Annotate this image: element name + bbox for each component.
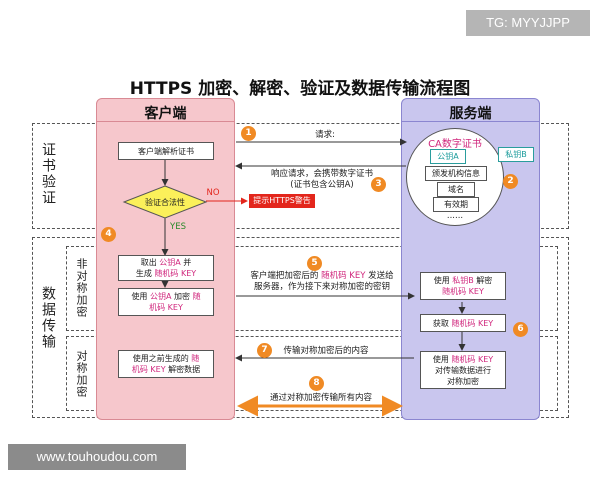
ca-item-more: ...... <box>446 211 464 221</box>
encrypt-text-1: 使用 <box>131 292 150 301</box>
take-pubkey-key: 公钥A <box>159 258 181 267</box>
msg-transfer-content: 传输对称加密后的内容 <box>283 346 369 356</box>
use-key-line-3: 对称加密 <box>447 376 479 386</box>
decrypt-line-2: 机码 KEY 解密数据 <box>132 364 200 375</box>
ca-certificate: CA数字证书 公钥A 颁发机构信息 域名 有效期 ...... <box>406 128 504 226</box>
msg-request: 请求: <box>315 130 335 140</box>
encrypt-text-2: 加密 <box>171 292 193 301</box>
step-badge-7: 7 <box>257 343 272 358</box>
encrypt-pubkey: 公钥A <box>149 292 172 301</box>
msg-send-key-random: 随机码 KEY <box>321 271 366 281</box>
data-transfer-section <box>32 237 569 418</box>
decrypt-privkey-box: 使用 私钥B 解密 随机码 KEY <box>420 272 506 300</box>
step-badge-4: 4 <box>101 227 116 242</box>
ca-item-issuer: 颁发机构信息 <box>425 166 487 181</box>
step-badge-6: 6 <box>513 322 528 337</box>
asym-label: 非对称加密 <box>75 258 88 318</box>
use-key-random: 随机码 KEY <box>451 354 494 364</box>
get-key-line: 获取 随机码 KEY <box>433 318 493 329</box>
decrypt-privkey-key: 私钥B <box>452 276 474 285</box>
encrypt-key-box: 使用 公钥A 加密 随 机码 KEY <box>118 288 214 316</box>
asym-section <box>66 246 558 331</box>
step-badge-8: 8 <box>309 376 324 391</box>
watermark-bottom: www.touhoudou.com <box>8 444 186 470</box>
msg-send-key-2: 服务器，作为接下来对称加密的密钥 <box>253 282 390 292</box>
take-pubkey-line: 取出 公钥A 并 <box>141 257 192 268</box>
step-badge-3: 3 <box>371 177 386 192</box>
msg-send-key-text-a: 客户端把加密后的 <box>250 271 322 281</box>
cert-verify-label: 证书验证 <box>40 142 56 206</box>
cert-verify-section <box>32 123 569 229</box>
take-pubkey-box: 取出 公钥A 并 生成 随机码 KEY <box>118 255 214 281</box>
encrypt-line-1: 使用 公钥A 加密 随 <box>131 291 200 302</box>
decrypt-data-box: 使用之前生成的 随 机码 KEY 解密数据 <box>118 350 214 378</box>
validate-label: 验证合法性 <box>145 198 185 207</box>
use-key-box: 使用 随机码 KEY 对传输数据进行 对称加密 <box>420 351 506 389</box>
get-key-text: 获取 <box>432 318 452 328</box>
use-key-text-1: 使用 <box>432 354 452 364</box>
sym-label: 对称加密 <box>75 350 88 398</box>
use-key-line-1: 使用 随机码 KEY <box>433 354 493 365</box>
client-title: 客户端 <box>144 106 187 122</box>
ca-title: CA数字证书 <box>428 139 482 150</box>
decrypt-line-1: 使用之前生成的 随 <box>133 353 200 364</box>
gen-random-text-1: 生成 <box>135 269 155 278</box>
encrypt-random-key-b: 机码 KEY <box>149 303 183 312</box>
decrypt-privkey-line-1: 使用 私钥B 解密 <box>434 275 493 286</box>
decrypt-privkey-random: 随机码 KEY <box>442 287 484 296</box>
step-badge-1: 1 <box>241 126 256 141</box>
take-pubkey-text-1: 取出 <box>140 258 160 267</box>
msg-send-key-1: 客户端把加密后的 随机码 KEY 发送给 <box>232 271 412 282</box>
encrypt-line-2: 机码 KEY <box>149 302 183 313</box>
privkey-box: 私钥B <box>498 147 534 162</box>
watermark-top: TG: MYYJJPP <box>466 10 590 36</box>
encrypt-random-key-a: 随 <box>192 292 201 301</box>
gen-random-line: 生成 随机码 KEY <box>136 268 196 279</box>
server-title: 服务端 <box>449 106 492 122</box>
step-badge-5: 5 <box>307 256 322 271</box>
ca-item-domain: 域名 <box>437 182 475 197</box>
server-title-divider <box>402 121 539 122</box>
ca-item-validity: 有效期 <box>433 197 479 212</box>
data-transfer-label: 数据传输 <box>40 286 56 350</box>
msg-send-key-text-c: 发送给 <box>365 271 394 281</box>
parse-cert-text: 客户端解析证书 <box>138 146 194 156</box>
decrypt-privkey-text-2: 解密 <box>473 276 493 285</box>
decrypt-text-1: 使用之前生成的 <box>132 354 192 363</box>
parse-cert-box: 客户端解析证书 <box>118 142 214 160</box>
https-warning-box: 提示HTTPS警告 <box>249 194 315 208</box>
decrypt-privkey-text-1: 使用 <box>433 276 453 285</box>
validate-diamond <box>122 185 208 219</box>
get-key-random: 随机码 KEY <box>451 318 494 328</box>
decrypt-text-2: 解密数据 <box>165 365 201 374</box>
msg-response-2: (证书包含公钥A) <box>290 180 354 190</box>
diagram-title: HTTPS 加密、解密、验证及数据传输流程图 <box>129 79 471 99</box>
yes-label: YES <box>170 222 186 232</box>
gen-random-key: 随机码 KEY <box>154 269 197 278</box>
step-badge-2: 2 <box>503 174 518 189</box>
ca-pubkey-box: 公钥A <box>430 149 466 164</box>
decrypt-privkey-line-2: 随机码 KEY <box>442 286 484 297</box>
take-pubkey-text-2: 并 <box>180 258 192 267</box>
decrypt-key-a: 随 <box>191 354 200 363</box>
get-key-box: 获取 随机码 KEY <box>420 314 506 332</box>
no-label: NO <box>206 188 220 198</box>
msg-all-content: 通过对称加密传输所有内容 <box>269 393 372 403</box>
msg-response-1: 响应请求，会携带数字证书 <box>270 169 373 179</box>
decrypt-key-b: 机码 KEY <box>131 365 166 374</box>
client-title-divider <box>97 121 234 122</box>
use-key-line-2: 对传输数据进行 <box>435 365 491 375</box>
